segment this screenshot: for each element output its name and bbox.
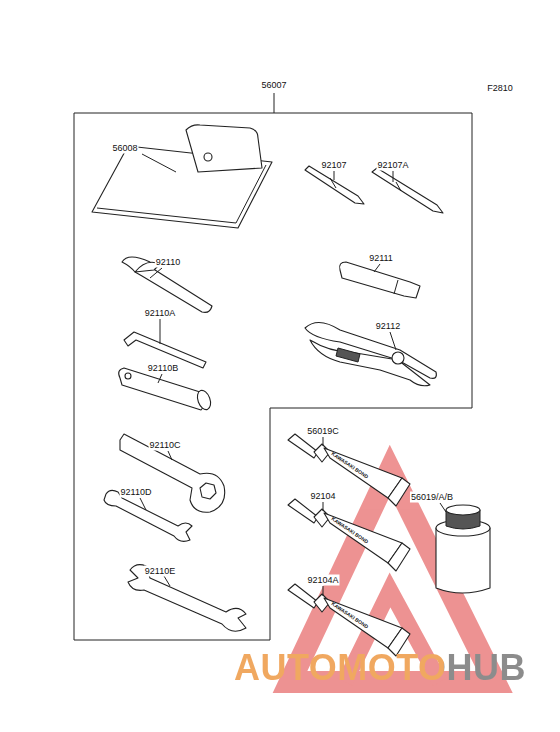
illustration-stroke: [142, 154, 176, 172]
illustration-stroke: [128, 565, 246, 632]
illustration-stroke: [204, 153, 212, 161]
illustration-stroke: [119, 368, 206, 410]
screwdriver-bit: [305, 166, 443, 213]
illustration-stroke: [446, 505, 480, 515]
illustration-stroke: [330, 178, 336, 188]
callout-number: F2810: [486, 83, 514, 94]
callout-number: 92111: [368, 253, 394, 264]
illustration-stroke: [150, 268, 162, 278]
callout-number: 92107: [320, 160, 347, 171]
illustration-stroke: [288, 499, 318, 523]
double-open-wrench: [128, 565, 246, 632]
callout-number: 92110E: [144, 566, 176, 577]
callout-number: 92110C: [149, 440, 182, 451]
illustration-stroke: [195, 389, 213, 412]
illustration-stroke: [164, 576, 170, 586]
illustration-stroke: [388, 478, 410, 506]
screwdriver-handle: [340, 262, 420, 298]
illustration-stroke: [310, 340, 430, 386]
illustration-stroke: [393, 171, 394, 182]
pliers: [305, 322, 436, 385]
illustration-stroke: [324, 598, 402, 648]
callout-number: 56008: [111, 143, 138, 154]
illustration-stroke: [340, 262, 420, 298]
illustration-stroke: [140, 498, 146, 510]
illustration-stroke: [440, 503, 446, 512]
watermark: AUTOMOTOHUB: [234, 648, 526, 688]
callout-number: 56007: [259, 80, 288, 91]
illustration-stroke: [186, 125, 262, 172]
hook-spanner: [122, 257, 212, 312]
illustration-stroke: [160, 319, 161, 344]
callout-number: 92110A: [144, 308, 176, 319]
tool-pouch: [92, 125, 272, 228]
illustration-stroke: [323, 437, 324, 446]
outline-shape: [74, 113, 472, 640]
leader-line: [274, 93, 275, 113]
illustration-stroke: [125, 373, 131, 379]
callout-number: 56019/A/B: [410, 492, 454, 503]
kit-outline: 56007: [74, 113, 472, 640]
illustration-stroke: [122, 257, 212, 312]
callout-number: 92104: [309, 491, 336, 502]
illustration-stroke: [390, 332, 396, 350]
box-wrench: [119, 368, 213, 411]
illustration-stroke: [323, 502, 324, 511]
callout-number: 92112: [375, 321, 401, 332]
callout-number: 92110D: [120, 487, 153, 498]
illustration-stroke: [305, 166, 364, 204]
illustration-stroke: [396, 182, 401, 191]
illustration-stroke: [168, 451, 172, 460]
callout-number: 92110B: [147, 363, 179, 374]
illustration-stroke: [392, 352, 404, 364]
callout-number: 92107A: [376, 160, 409, 171]
grease-can: [436, 505, 490, 593]
callout-number: 92110: [155, 257, 181, 268]
illustration-stroke: [324, 513, 402, 563]
outline-border: [74, 113, 472, 640]
illustration-stroke: [288, 584, 318, 608]
bond-tube: [288, 434, 410, 506]
illustration-stroke: [104, 490, 192, 541]
illustration-stroke: [158, 374, 162, 383]
ring-spanner: [120, 434, 225, 512]
bond-tube: [288, 584, 410, 656]
illustration-stroke: [394, 280, 398, 294]
illustration-stroke: [97, 165, 266, 223]
bond-tube: [288, 499, 410, 571]
callout-number: 56019C: [306, 426, 340, 437]
illustration-stroke: [334, 171, 335, 180]
illustration-stroke: [372, 168, 443, 213]
illustration-stroke: [323, 586, 324, 596]
illustration-stroke: [336, 348, 360, 362]
illustration-stroke: [200, 483, 216, 499]
open-end-wrench: [104, 490, 192, 541]
illustration-stroke: [120, 434, 225, 512]
callout-number: 92104A: [306, 575, 339, 586]
illustration-stroke: [388, 543, 410, 571]
illustration-stroke: [374, 264, 380, 272]
illustration-stroke: [288, 434, 318, 458]
illustration-stroke: [436, 528, 490, 593]
